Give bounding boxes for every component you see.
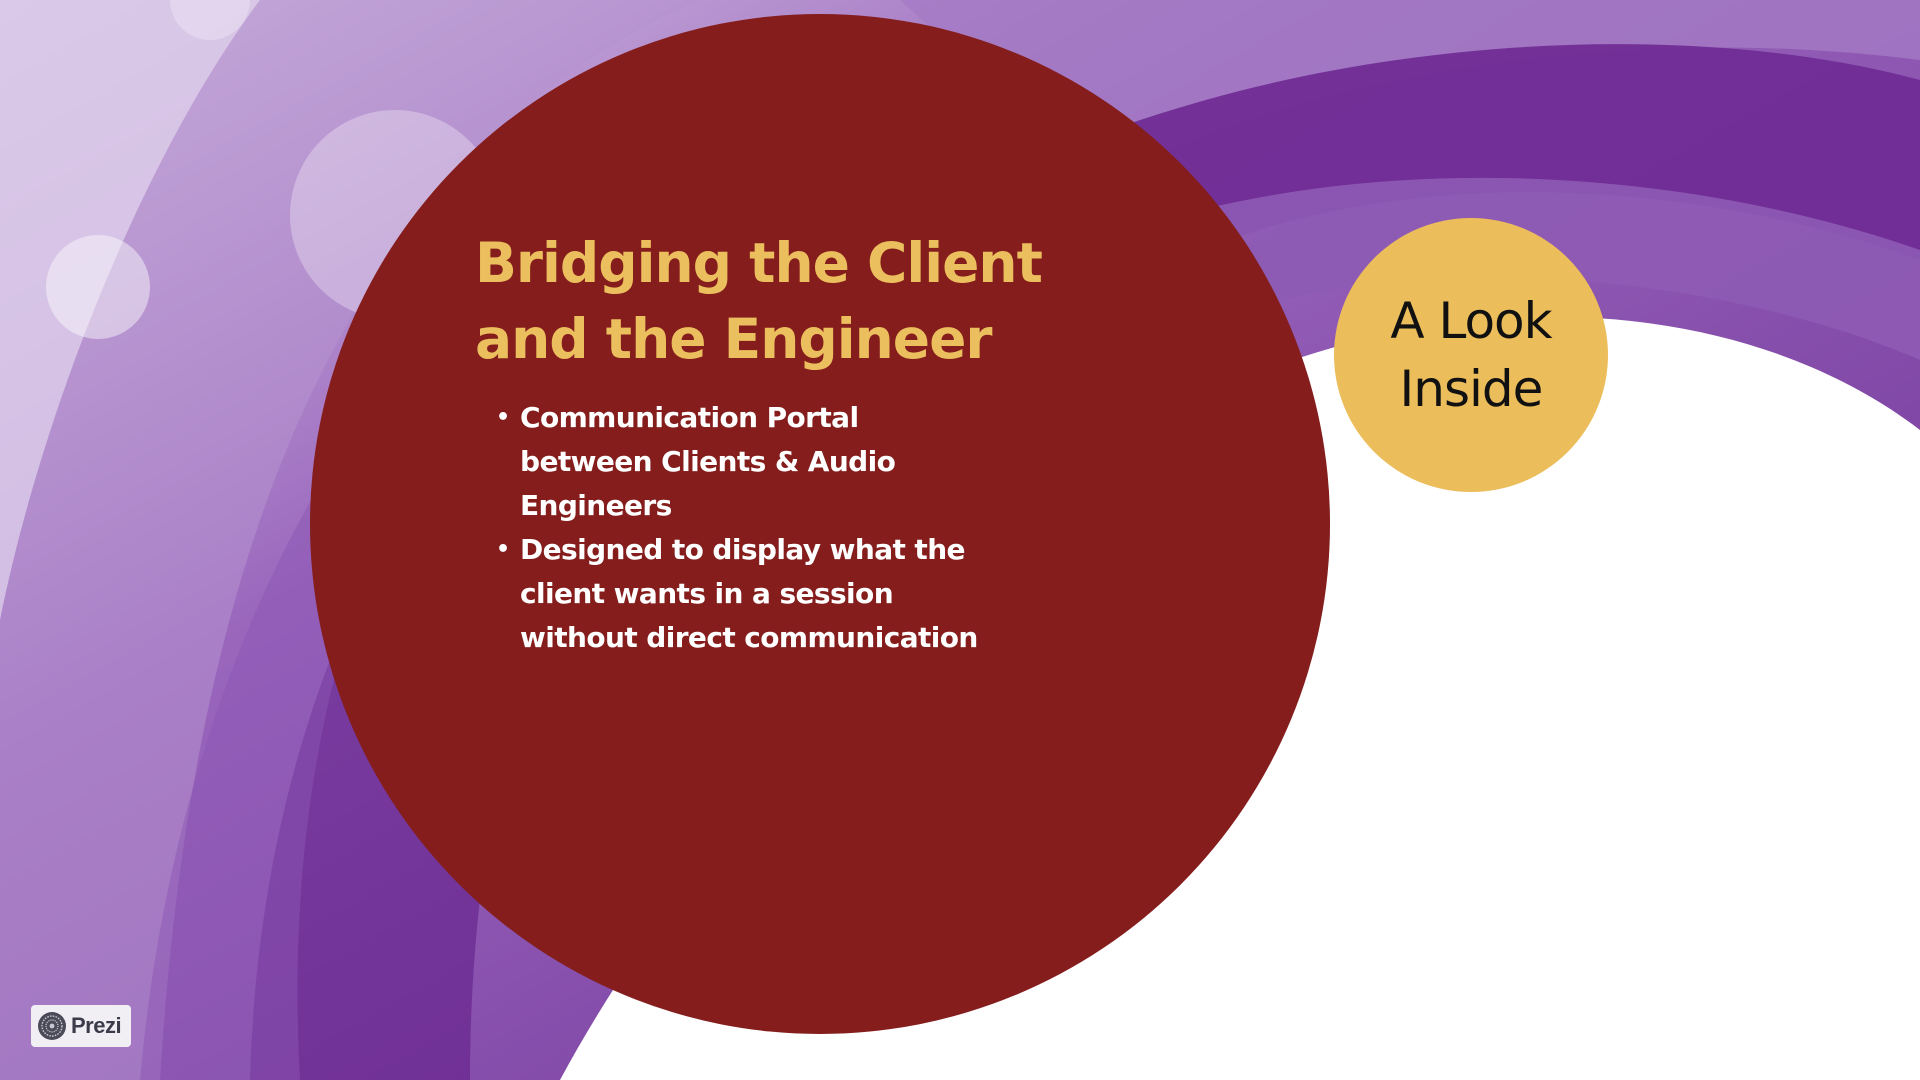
prezi-badge[interactable]: Prezi bbox=[31, 1005, 131, 1047]
list-item: • Communication Portal between Clients &… bbox=[496, 396, 996, 528]
bullet-text: Communication Portal between Clients & A… bbox=[520, 401, 896, 522]
topic-circle[interactable]: A Look Inside bbox=[1334, 218, 1608, 492]
bullet-list: • Communication Portal between Clients &… bbox=[496, 396, 996, 660]
main-content-circle bbox=[310, 14, 1330, 1034]
prezi-logo-icon bbox=[38, 1012, 66, 1040]
bullet-dot: • bbox=[496, 405, 510, 430]
slide-title: Bridging the Client and the Engineer bbox=[475, 231, 1043, 371]
bullet-dot: • bbox=[496, 537, 510, 562]
bullet-text: Designed to display what the client want… bbox=[520, 533, 978, 654]
list-item: • Designed to display what the client wa… bbox=[496, 528, 996, 660]
topic-label: A Look Inside bbox=[1390, 292, 1552, 418]
prezi-label: Prezi bbox=[71, 1013, 122, 1038]
